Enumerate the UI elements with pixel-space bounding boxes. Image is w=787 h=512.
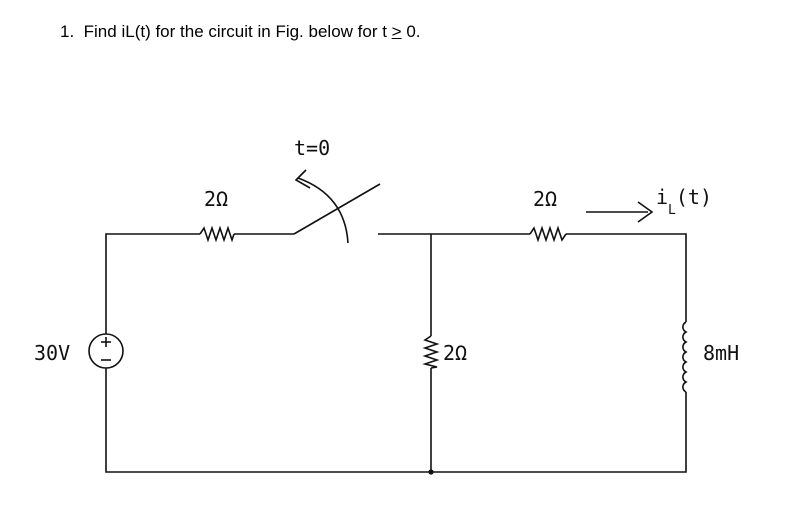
current-label-sub: L: [668, 203, 676, 218]
question-middle: (t) for the circuit in Fig. below for t: [134, 22, 392, 41]
current-label-tail: (t): [676, 185, 712, 209]
junction-dot: [428, 469, 434, 475]
inductor-coil: [682, 321, 688, 393]
resistor-r3: [529, 225, 567, 243]
switch-label: t=0: [294, 136, 330, 160]
r1-label: 2Ω: [204, 187, 228, 211]
resistor-r2: [422, 335, 440, 369]
current-label-main: i: [656, 185, 668, 209]
source-label: 30V: [34, 341, 70, 365]
question-inequality: >: [391, 22, 402, 41]
inductor-label: 8mH: [703, 341, 739, 365]
current-label: iL(t): [656, 185, 712, 218]
voltage-source: [88, 333, 124, 369]
r3-label: 2Ω: [533, 187, 557, 211]
circuit-wires: [105, 233, 687, 473]
switch: [293, 169, 381, 244]
resistor-r1: [199, 225, 235, 243]
r2-label: 2Ω: [443, 341, 467, 365]
current-arrow: [586, 201, 654, 223]
question-suffix: 0.: [401, 22, 421, 41]
question-text: 1. Find iL(t) for the circuit in Fig. be…: [60, 22, 421, 42]
question-number: 1.: [60, 22, 75, 41]
question-prefix: Find: [83, 22, 122, 41]
question-variable-sub: L: [125, 22, 135, 41]
question-variable: i: [121, 22, 126, 41]
